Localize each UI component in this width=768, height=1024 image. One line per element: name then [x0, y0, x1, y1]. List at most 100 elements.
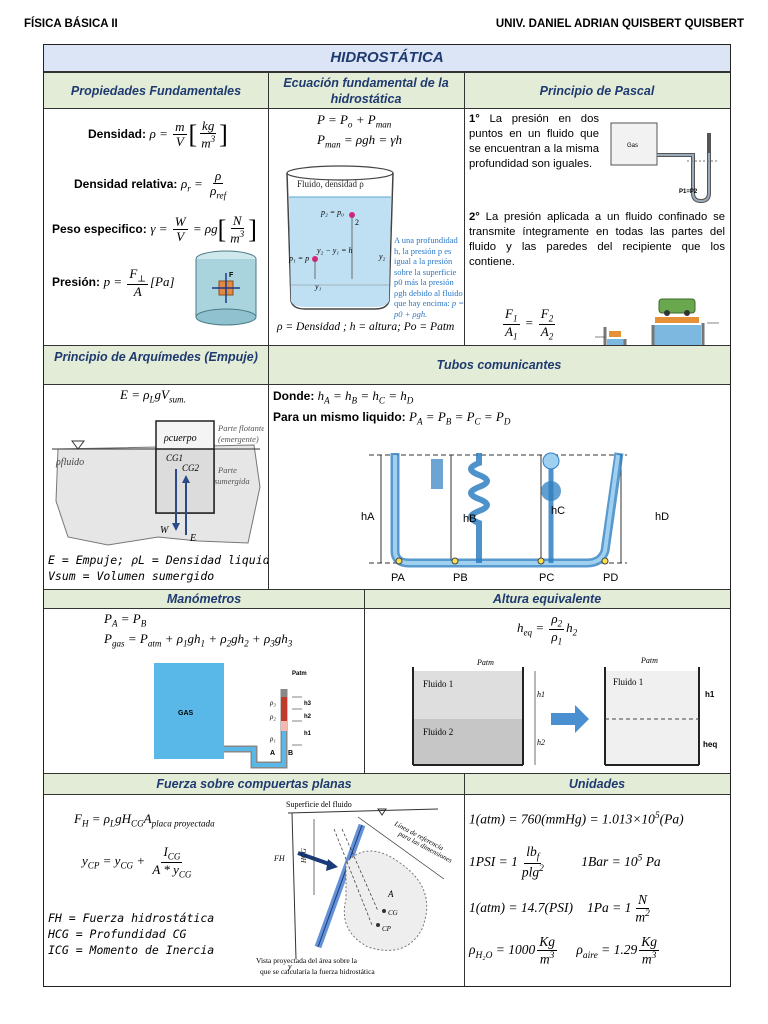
section-altura-header: Altura equivalente: [364, 589, 730, 609]
svg-text:HCG: HCG: [300, 848, 308, 864]
svg-text:ρ₁: ρ₁: [269, 735, 276, 743]
svg-text:2: 2: [355, 218, 359, 227]
altura-equivalente-illustration: Fluido 1 Fluido 2 Patm h1 h2 Fluido 1 Pa…: [412, 657, 717, 766]
svg-text:heq: heq: [703, 740, 717, 749]
ecuacion-body: P = Po + Pman Pman = ρgh = γh Fluido, de…: [269, 109, 464, 345]
arquimedes-legend-1: E = Empuje; ρL = Densidad liquido: [48, 553, 268, 567]
section-fuerza-header: Fuerza sobre compuertas planas: [44, 773, 464, 795]
svg-text:p₁ = p: p₁ = p: [288, 254, 309, 263]
compuerta-illustration: Superficie del fluido y Línea de referen…: [256, 800, 454, 976]
svg-text:h2: h2: [537, 738, 545, 747]
svg-text:h3: h3: [304, 701, 312, 707]
svg-text:ρ₂: ρ₂: [269, 713, 276, 721]
section-tubos-header: Tubos comunicantes: [268, 345, 730, 385]
svg-text:A: A: [270, 750, 275, 757]
fuerza-legend-2: HCG = Profundidad CG: [48, 927, 187, 941]
svg-text:ρcuerpo: ρcuerpo: [163, 433, 197, 444]
pascal-principle-1: 1° La presión en dos puntos en un fluido…: [469, 113, 600, 170]
svg-text:Patm: Patm: [640, 657, 658, 665]
section-pascal-header: Principio de Pascal: [464, 72, 730, 109]
svg-text:W: W: [160, 525, 170, 536]
archimedes-body-illustration: ρcuerpo Parte flotante (emergente) Parte…: [52, 420, 264, 546]
fluid-container-illustration: Fluido, densidad ρ p₂ = p₀ 2 p₁ = p y₂ −…: [286, 165, 394, 310]
unit-atm-mmhg-pa: 1(atm) = 760(mmHg) = 1.013×105(Pa): [469, 811, 684, 827]
tubos-donde: Donde: hA = hB = hC = hD: [273, 388, 414, 406]
svg-text:y: y: [287, 962, 292, 971]
arquimedes-legend-2: Vsum = Volumen sumergido: [48, 569, 215, 583]
svg-text:CG: CG: [388, 909, 398, 917]
page-title: HIDROSTÁTICA: [44, 45, 730, 72]
svg-text:h1: h1: [537, 690, 545, 699]
cylinder-pressure-illustration: F: [195, 250, 257, 326]
svg-text:B: B: [288, 750, 293, 757]
svg-text:Parte: Parte: [217, 465, 237, 475]
eq-p-total: P = Po + Pman: [317, 112, 392, 130]
svg-text:Parte flotante: Parte flotante: [217, 423, 264, 433]
svg-text:p₂ = p₀: p₂ = p₀: [320, 208, 344, 217]
label-p-b: PB: [453, 572, 468, 584]
label-p-d: PD: [603, 572, 619, 584]
svg-text:h2: h2: [304, 714, 312, 720]
pascal-principle-2: 2° La presión aplicada a un fluido confi…: [469, 211, 726, 268]
label-h-c: hC: [551, 505, 566, 517]
pascal-gas-manometer: Gas P1=P2: [610, 122, 717, 204]
svg-text:FH: FH: [273, 854, 286, 863]
svg-text:Gas: Gas: [627, 143, 638, 149]
presion-explanation: A una profundidad h, la presión p es igu…: [394, 235, 464, 319]
communicating-vessels-illustration: [369, 452, 627, 568]
svg-text:Patm: Patm: [476, 658, 494, 667]
svg-text:CG1: CG1: [166, 453, 183, 463]
fuerza-body: FH = ρLgHCGAplaca proyectada yCP = yCG +…: [44, 795, 464, 986]
tubos-body: Donde: hA = hB = hC = hD Para un mismo l…: [269, 385, 730, 589]
svg-text:CP: CP: [382, 925, 392, 933]
manometro-eq-1: PA = PB: [104, 611, 147, 629]
label-h-a: hA: [361, 511, 375, 523]
svg-text:Fluido 1: Fluido 1: [423, 679, 453, 689]
divider: [268, 72, 269, 589]
header-course: FÍSICA BÁSICA II: [24, 18, 118, 30]
fuerza-legend-3: ICG = Momento de Inercia: [48, 943, 215, 957]
section-manometros-header: Manómetros: [44, 589, 364, 609]
section-propiedades-header: Propiedades Fundamentales: [44, 72, 268, 109]
section-unidades-header: Unidades: [464, 773, 730, 795]
divider: [464, 72, 465, 345]
unidades-body: 1(atm) = 760(mmHg) = 1.013×105(Pa) 1PSI …: [465, 795, 730, 986]
pascal-body: 1° La presión en dos puntos en un fluido…: [465, 109, 730, 345]
svg-text:CG2: CG2: [182, 463, 200, 473]
empuje-formula: E = ρLgVsum.: [120, 387, 186, 405]
eq-p-man: Pman = ρgh = γh: [317, 132, 403, 150]
label-h-b: hB: [463, 513, 477, 525]
svg-text:y₁: y₁: [314, 282, 322, 291]
svg-text:sumergida: sumergida: [214, 476, 250, 486]
label-p-c: PC: [539, 572, 555, 584]
label-p-a: PA: [391, 572, 405, 584]
svg-text:y₂: y₂: [378, 252, 386, 261]
svg-text:(emergente): (emergente): [218, 434, 259, 444]
presion-formula: Presión: p = F⊥A[Pa]: [52, 266, 175, 299]
label-h-d: hD: [655, 511, 670, 523]
fuerza-legend-1: FH = Fuerza hidrostática: [48, 911, 215, 925]
svg-text:Fluido 2: Fluido 2: [423, 727, 453, 737]
svg-text:h1: h1: [304, 731, 312, 737]
section-arquimedes-header: Principio de Arquímedes (Empuje): [44, 345, 268, 385]
svg-text:P1=P2: P1=P2: [679, 189, 698, 195]
manometros-body: PA = PB Pgas = Patm + ρ1gh1 + ρ2gh2 + ρ3…: [44, 609, 364, 773]
svg-text:que se calcularía la fuerza hi: que se calcularía la fuerza hidrostática: [260, 967, 375, 976]
arquimedes-body: E = ρLgVsum. ρcuerpo Parte flotante (eme…: [44, 385, 268, 589]
svg-text:h1: h1: [705, 690, 715, 699]
divider: [464, 773, 465, 986]
svg-text:ρ₃: ρ₃: [269, 699, 276, 707]
svg-text:Patm: Patm: [292, 671, 307, 677]
svg-text:F: F: [229, 272, 234, 279]
manometro-eq-2: Pgas = Patm + ρ1gh1 + ρ2gh2 + ρ3gh3: [104, 631, 293, 649]
